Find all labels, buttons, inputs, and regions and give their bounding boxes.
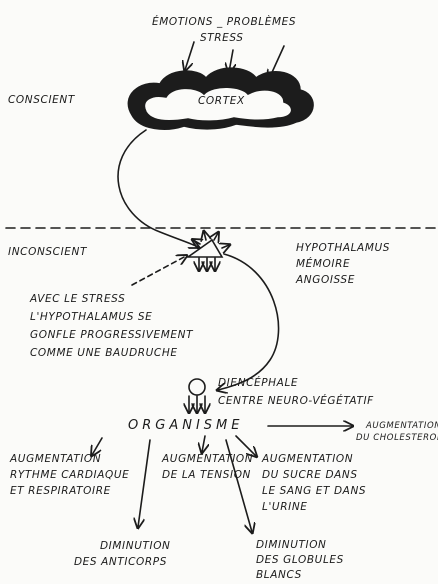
stress-note-label: AVEC LE STRESS L'HYPOTHALAMUS SE GONFLE … [30, 290, 193, 362]
hypothalamus-label: HYPOTHALAMUS MÉMOIRE ANGOISSE [296, 240, 390, 288]
arrow-to-anticorps [138, 440, 150, 527]
stress-arrow-left [185, 42, 194, 70]
cholesterol-label: AUGMENTATION DU CHOLESTEROL [356, 420, 438, 444]
hypothalamus-to-diencephale-arrow [218, 254, 279, 390]
stress-sources-label: ÉMOTIONS _ PROBLÈMES STRESS [150, 14, 296, 46]
stress-note-arrow [132, 256, 186, 285]
rythme-label: AUGMENTATION RYTHME CARDIAQUE ET RESPIRA… [10, 451, 129, 499]
diencephale-label: DIENCÉPHALE CENTRE NEURO-VÉGÉTATIF [218, 374, 374, 410]
cortex-to-hypothalamus-arrow [118, 130, 198, 247]
hypothalamus-triangle [188, 240, 222, 257]
arrow-to-tension [202, 436, 205, 452]
cortex-label: CORTEX [198, 93, 245, 109]
inconscient-label: INCONSCIENT [8, 244, 87, 260]
tension-label: AUGMENTATION DE LA TENSION [162, 451, 253, 483]
anticorps-label: DIMINUTION DES ANTICORPS [74, 538, 171, 570]
organisme-label: ORGANISME [128, 418, 243, 434]
diencephale-circle [189, 379, 205, 395]
sucre-label: AUGMENTATION DU SUCRE DANS LE SANG ET DA… [262, 451, 366, 515]
globules-label: DIMINUTION DES GLOBULES BLANCS [256, 538, 344, 583]
conscient-label: CONSCIENT [8, 92, 75, 108]
